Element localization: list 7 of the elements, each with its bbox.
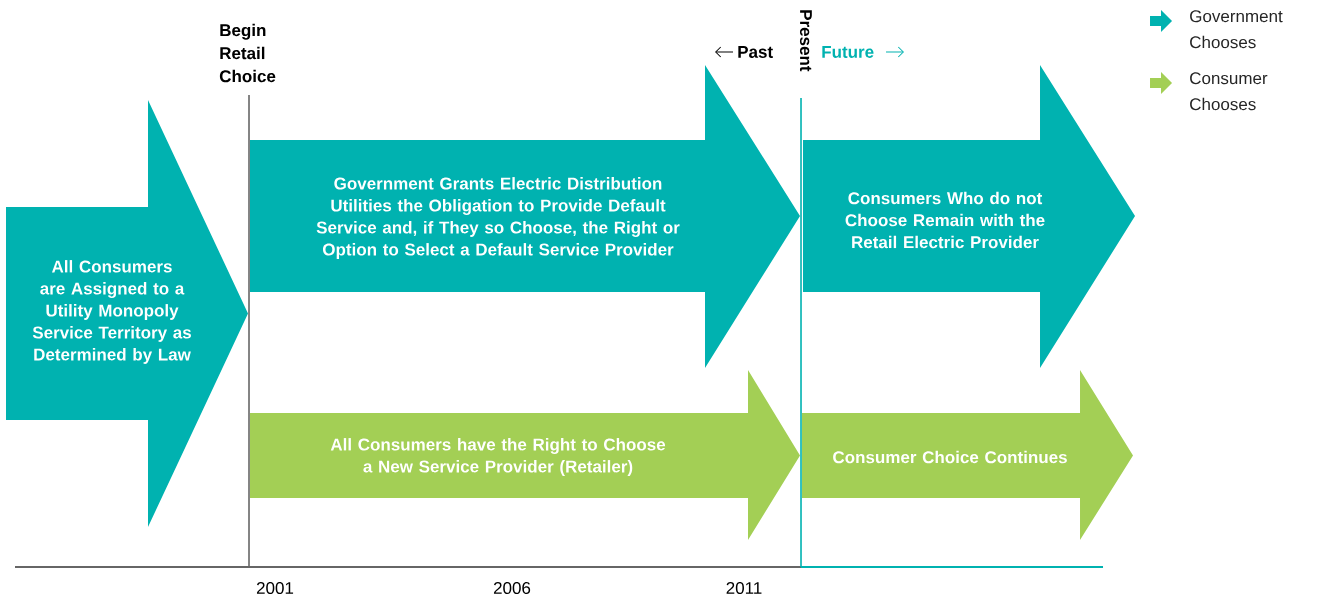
period-label: Future (822, 46, 874, 58)
legend-label: Government Chooses (1190, 10, 1283, 49)
legend-label: Consumer Chooses (1190, 72, 1268, 111)
year-label: 2011 (726, 582, 762, 594)
year-label: 2001 (256, 582, 294, 594)
year-label: 2006 (493, 582, 531, 594)
period-label: Past (738, 46, 773, 58)
